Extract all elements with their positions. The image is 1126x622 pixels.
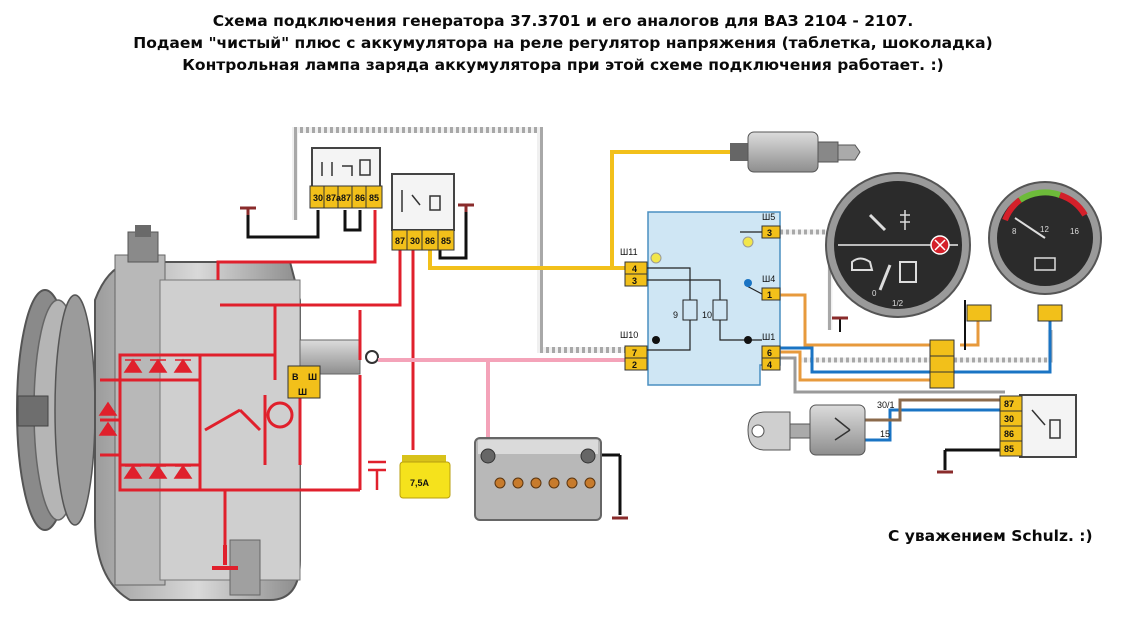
gauge-connectors: [929, 304, 1063, 389]
pin-4: 4: [632, 264, 637, 274]
relay-right-pin-85: 85: [1004, 444, 1014, 454]
sensor: [730, 131, 861, 173]
terminal-b-label: В: [292, 372, 299, 382]
pin-3-top: 3: [767, 228, 772, 238]
connector-sh5: Ш5: [762, 212, 775, 222]
rectifier-diodes: [98, 358, 193, 479]
gauge-left-tick-0: 0: [872, 289, 877, 298]
gauge-left: 0 1/2: [825, 172, 971, 318]
connector-sh10: Ш10: [620, 330, 638, 340]
relay-right-pin-30: 30: [1004, 414, 1014, 424]
resistor-10: 10: [702, 310, 712, 320]
ground-symbols: [240, 203, 953, 520]
connector-sh11: Ш11: [620, 247, 638, 257]
pin-1: 1: [767, 290, 772, 300]
ignition-switch: 30/1 15: [747, 400, 895, 456]
resistor-9: 9: [673, 310, 678, 320]
relay-left-pin-85: 85: [369, 193, 379, 203]
capacitor: [368, 460, 386, 490]
gauge-right-tick-16: 16: [1070, 227, 1079, 236]
gauge-right-tick-12: 12: [1040, 225, 1049, 234]
relay-left-pin-87a: 87a: [326, 193, 342, 203]
ground-symbol-generator: [212, 545, 238, 570]
relay-middle: 87 30 86 85: [391, 173, 455, 251]
relay-mid-pin-86: 86: [425, 236, 435, 246]
fuse: 7,5А: [399, 455, 451, 499]
wires: [216, 127, 1053, 515]
relay-right: 87 30 86 85: [999, 394, 1077, 458]
svg-text:Ш: Ш: [298, 387, 307, 397]
relay-mid-pin-85: 85: [441, 236, 451, 246]
relay-mid-pin-30: 30: [410, 236, 420, 246]
title-line-3: Контрольная лампа заряда аккумулятора пр…: [182, 56, 944, 74]
title-line-1: Схема подключения генератора 37.3701 и е…: [212, 12, 914, 30]
pin-6: 6: [767, 348, 772, 358]
ignition-terminal-30-1: 30/1: [877, 400, 895, 410]
relay-mid-pin-87: 87: [395, 236, 405, 246]
connector-sh4: Ш4: [762, 274, 775, 284]
relay-left-pin-87: 87: [341, 193, 351, 203]
battery: [474, 437, 602, 521]
title-line-2: Подаем "чистый" плюс с аккумулятора на р…: [133, 34, 993, 52]
gauge-right: 8 12 16: [988, 181, 1102, 295]
connector-sh1: Ш1: [762, 332, 775, 342]
title-block: Схема подключения генератора 37.3701 и е…: [0, 10, 1126, 76]
relay-right-pin-87: 87: [1004, 399, 1014, 409]
pin-7: 7: [632, 348, 637, 358]
relay-left-pins: 30 87a 87 86 85: [309, 185, 383, 209]
relay-left: 30 87a 87 86 85: [309, 147, 383, 209]
relay-left-pin-86: 86: [355, 193, 365, 203]
ignition-terminal-15: 15: [880, 429, 890, 439]
fuse-label: 7,5А: [410, 478, 430, 488]
alternator-internal-schematic: [100, 303, 362, 545]
pin-4b: 4: [767, 360, 772, 370]
pin-3: 3: [632, 276, 637, 286]
gauge-right-tick-8: 8: [1012, 227, 1017, 236]
pin-2: 2: [632, 360, 637, 370]
instrument-block: 3 4 3 1 7 2 6 4 Ш5 Ш11 Ш4 Ш10 Ш1 9 10: [620, 211, 781, 386]
relay-right-pin-86: 86: [1004, 429, 1014, 439]
relay-left-pin-30: 30: [313, 193, 323, 203]
regulator-terminal-block: В Ш Ш: [287, 365, 321, 399]
alternator: [16, 225, 379, 601]
terminal-sh-label: Ш: [308, 372, 317, 382]
signature: С уважением Schulz. :): [888, 527, 1093, 545]
gauge-left-tick-half: 1/2: [892, 299, 904, 308]
